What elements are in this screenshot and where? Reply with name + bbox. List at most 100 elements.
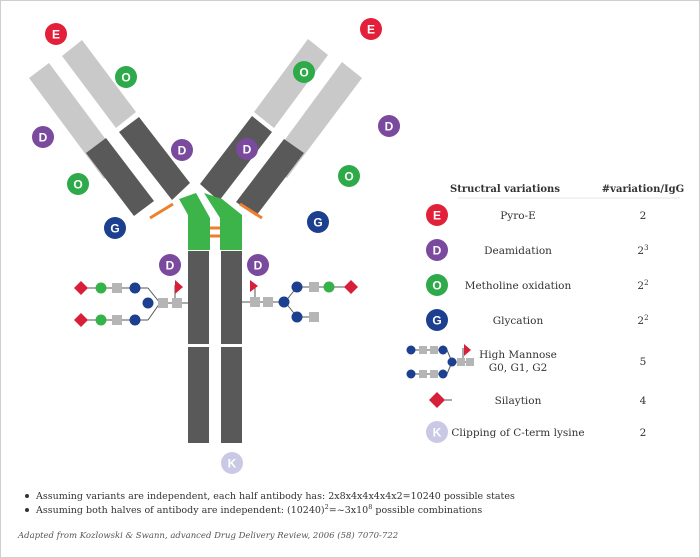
badge-circle <box>221 452 243 474</box>
glycan-square <box>158 298 168 308</box>
badge-letter: G <box>313 216 322 230</box>
badge-letter: O <box>299 66 308 80</box>
badge-d: D <box>159 254 181 276</box>
legend: Structral variations #variation/IgG EDOG… <box>406 184 684 443</box>
badge-letter: D <box>254 259 263 273</box>
badge-letter: K <box>228 457 237 471</box>
legend-row-pyro-e: Pyro-E 2 <box>500 210 646 222</box>
badge-circle <box>159 254 181 276</box>
badge-g: G <box>104 217 126 239</box>
badge-circle <box>426 421 448 443</box>
glycan-right <box>242 280 358 323</box>
badge-o: O <box>115 66 137 88</box>
badge-d: D <box>171 139 193 161</box>
badge-letter: D <box>166 259 175 273</box>
badge-letter: G <box>432 314 441 328</box>
badge-o-legend: O <box>426 274 448 296</box>
glycan-circle-green <box>323 281 335 293</box>
glycan-diamond <box>74 313 88 327</box>
legend-row-clipping: Clipping of C-term lysine 2 <box>451 427 646 439</box>
badge-circle <box>426 204 448 226</box>
badge-circle <box>67 173 89 195</box>
fc-region <box>188 251 242 443</box>
badge-circle <box>360 18 382 40</box>
svg-text:Silaytion: Silaytion <box>495 395 542 407</box>
glycan-square <box>250 297 260 307</box>
light-chain-left-inner <box>62 40 136 128</box>
badge-d-legend: D <box>426 239 448 261</box>
glycan-circle-blue <box>291 311 303 323</box>
arm-left-inner-constant <box>119 117 190 200</box>
arm-right-inner-constant <box>200 116 272 201</box>
glycan-circle-blue <box>291 281 303 293</box>
disulfide-right <box>239 202 263 220</box>
badge-d: D <box>378 115 400 137</box>
glycan-circle-blue <box>129 314 141 326</box>
citation: Adapted from Kozlowski & Swann, advanced… <box>17 530 398 541</box>
svg-text:4: 4 <box>640 395 647 407</box>
badge-d: D <box>247 254 269 276</box>
legend-row-oxidation: Metholine oxidation 22 <box>465 279 649 292</box>
badge-letter: K <box>433 426 442 440</box>
badge-letter: D <box>385 120 394 134</box>
badge-e: E <box>45 23 67 45</box>
badge-o: O <box>338 165 360 187</box>
disulfide-left <box>149 202 174 220</box>
badge-letter: E <box>52 28 60 42</box>
badge-letter: D <box>178 144 187 158</box>
badge-letter: E <box>367 23 375 37</box>
glycan-diamond <box>344 280 358 294</box>
glycan-circle-blue <box>142 297 154 309</box>
badge-k: K <box>221 452 243 474</box>
legend-row-deamidation: Deamidation 23 <box>484 244 649 257</box>
note-independent-states: Assuming variants are independent, each … <box>35 491 515 502</box>
svg-text:Glycation: Glycation <box>493 315 544 327</box>
badge-o: O <box>67 173 89 195</box>
badge-letter: D <box>433 244 442 258</box>
badge-circle <box>104 217 126 239</box>
svg-text:High Mannose: High Mannose <box>479 349 557 361</box>
fc-right-lower <box>221 347 242 443</box>
svg-text:22: 22 <box>637 314 648 327</box>
badge-circle <box>45 23 67 45</box>
svg-text:2: 2 <box>640 427 647 439</box>
fc-right-upper <box>221 251 242 344</box>
glycan-flag <box>250 280 258 292</box>
svg-text:Deamidation: Deamidation <box>484 245 552 257</box>
badge-circle <box>307 211 329 233</box>
badge-circle <box>293 61 315 83</box>
fc-left-upper <box>188 251 209 344</box>
svg-text:2: 2 <box>640 210 647 222</box>
svg-text:Pyro-E: Pyro-E <box>500 210 536 222</box>
badge-letter: O <box>73 178 82 192</box>
svg-text:5: 5 <box>640 356 647 368</box>
badge-k-legend: K <box>426 421 448 443</box>
high-mannose-icon <box>406 344 474 379</box>
note-possible-combinations: Assuming both halves of antibody are ind… <box>35 503 482 516</box>
notes: Assuming variants are independent, each … <box>25 491 515 516</box>
glycan-flag <box>175 280 183 294</box>
badge-o: O <box>293 61 315 83</box>
glycan-square <box>309 282 319 292</box>
glycan-circle-green <box>95 282 107 294</box>
svg-text:Clipping of C-term lysine: Clipping of C-term lysine <box>451 427 584 439</box>
glycan-diamond <box>74 281 88 295</box>
badge-circle <box>115 66 137 88</box>
hinge-region <box>179 193 242 250</box>
badge-d: D <box>236 138 258 160</box>
badge-circle <box>236 138 258 160</box>
badge-circle <box>426 274 448 296</box>
glycan-circle-green <box>95 314 107 326</box>
glycan-left <box>74 280 188 327</box>
legend-row-high-mannose: High Mannose G0, G1, G2 5 <box>479 349 646 374</box>
badge-circle <box>32 126 54 148</box>
legend-row-silaytion: Silaytion 4 <box>495 395 647 407</box>
arm-right-outer-constant <box>236 139 304 216</box>
heavy-chain-arms <box>86 116 304 216</box>
sialylation-icon <box>429 392 452 408</box>
hinge-left <box>179 193 210 250</box>
badge-circle <box>338 165 360 187</box>
